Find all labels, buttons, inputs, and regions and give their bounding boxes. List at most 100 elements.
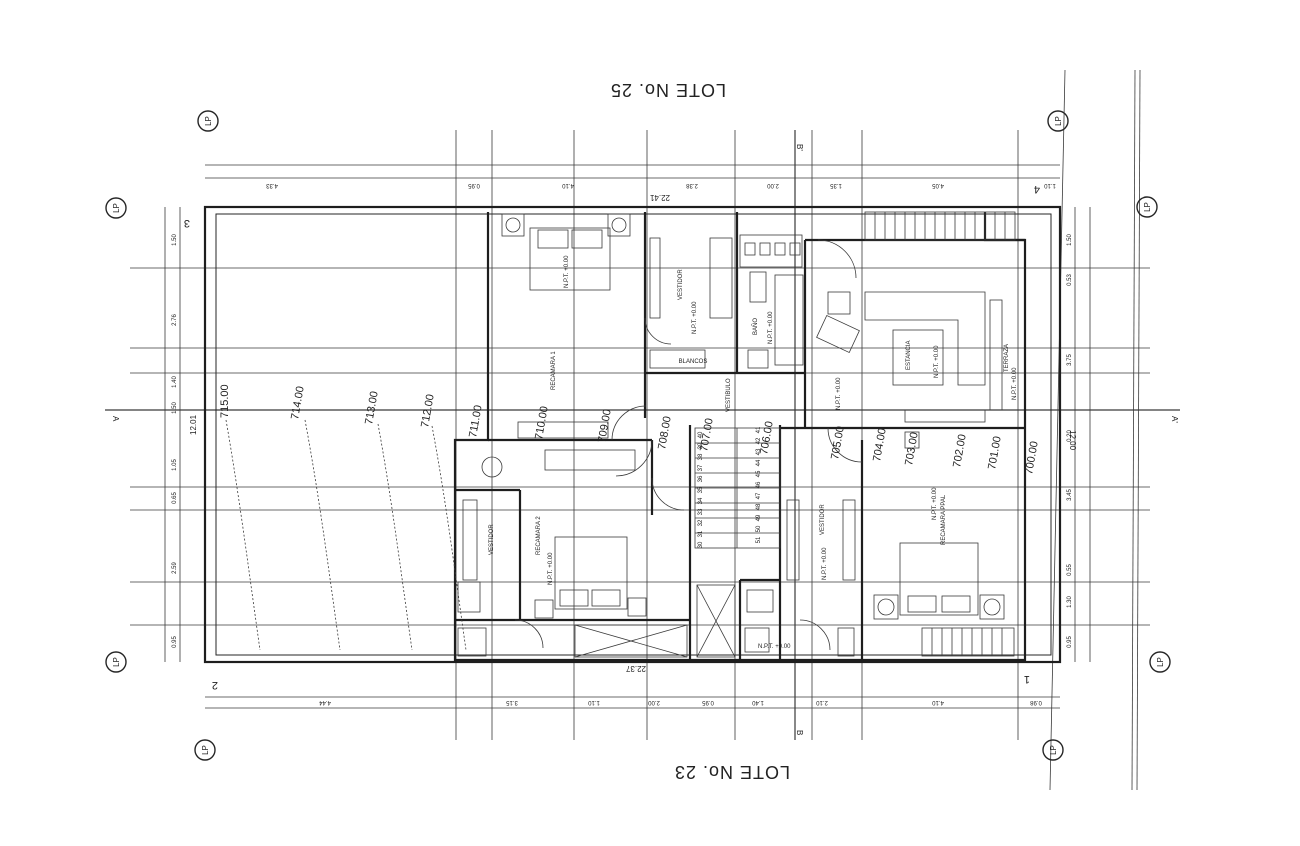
dimension-bottom: 1.10 [588, 699, 600, 705]
stair-step-number: 50 [756, 525, 762, 532]
contour-label: 709.00 [596, 408, 614, 443]
pole-marker-label: LP [1054, 116, 1063, 126]
dimension-right: 3.75 [1067, 354, 1073, 366]
pole-marker: LP [105, 197, 127, 219]
dimension-lines [164, 164, 1091, 709]
axis-label-4: 4 [1034, 183, 1040, 195]
pole-marker-label: LP [112, 657, 121, 667]
pole-marker: LP [1149, 651, 1171, 673]
dimension-top: 4.33 [266, 182, 278, 188]
pole-marker-circle [197, 110, 219, 132]
pole-marker-circle [194, 739, 216, 761]
contour-label: 706.00 [758, 420, 776, 455]
pole-marker-label: LP [201, 745, 210, 755]
lot-label-bottom: LOTE No. 23 [674, 762, 790, 782]
stair-step-number: 36 [698, 475, 704, 482]
overall-dim-top: 22.41 [649, 193, 670, 202]
stair-step-number: 43 [756, 448, 762, 455]
dimension-bottom: 2.00 [648, 699, 660, 705]
room-label-vestidor-2: VESTIDOR [489, 524, 495, 555]
pole-marker-circle [1136, 196, 1158, 218]
room-label-estancia: ESTANCIA [906, 340, 912, 370]
dimension-values: 4.33 0.95 4.10 2.38 2.00 1.35 4.05 1.10 4.44 3.15… [172, 182, 1073, 705]
contour-label: 704.00 [871, 427, 889, 462]
level-tag-terraza: N.P.T. +0.00 [1012, 367, 1018, 400]
overall-dim-depth-right: 12.00 [1068, 430, 1077, 451]
level-tag-entry: N.P.T. +0.00 [758, 644, 791, 650]
contour-label: 712.00 [419, 393, 437, 428]
pole-marker-circle [1149, 651, 1171, 673]
pole-marker-circle [105, 651, 127, 673]
lot-boundary [203, 205, 1062, 664]
pole-marker-circle [105, 197, 127, 219]
section-label-b-bottom: B [795, 730, 804, 735]
dimension-bottom: 2.10 [816, 699, 828, 705]
dimension-top: 4.05 [932, 182, 944, 188]
stair-step-number: 49 [756, 514, 762, 521]
contour-label: 701.00 [986, 435, 1004, 470]
contour-label: 708.00 [656, 415, 674, 450]
room-label-terraza: TERRAZA [1004, 344, 1010, 372]
level-tag-vestidor-ppal: N.P.T. +0.00 [822, 547, 828, 580]
dimension-left: 1.50 [172, 402, 178, 414]
dimension-left: 2.76 [172, 314, 178, 326]
dimension-bottom: 4.10 [932, 699, 944, 705]
dimension-right: 0.95 [1067, 636, 1073, 648]
level-tag-recamara-2: N.P.T. +0.00 [548, 552, 554, 585]
axis-label-2: 2 [212, 679, 218, 691]
stair-step-number: 47 [756, 492, 762, 499]
stair-step-number: 40 [698, 431, 704, 438]
pole-marker: LP [1042, 739, 1064, 761]
contour-label: 714.00 [289, 385, 307, 420]
bed-recamara-2 [534, 536, 647, 619]
stair-step-number: 51 [756, 536, 762, 543]
bathroom-fixtures [457, 234, 855, 657]
level-tag-estancia-2: N.P.T. +0.00 [934, 345, 940, 378]
stair-step-number: 37 [698, 464, 704, 471]
dimension-right: 3.45 [1067, 489, 1073, 501]
section-label-b-top: B' [795, 144, 804, 151]
pole-marker: LP [1136, 196, 1158, 218]
level-tag-bano: N.P.T. +0.00 [768, 311, 774, 344]
dimension-top: 2.00 [767, 182, 779, 188]
stair-step-number: 30 [698, 541, 704, 548]
dimension-left: 1.05 [172, 459, 178, 471]
axis-label-1: 1 [1024, 673, 1030, 685]
pole-marker-circle [1047, 110, 1069, 132]
dimension-top: 4.10 [562, 182, 574, 188]
dimension-bottom: 4.44 [319, 699, 331, 705]
room-label-recamara-ppal: RECAMARA PPAL [941, 494, 947, 545]
stair-step-number: 32 [698, 519, 704, 526]
lot-label-top: LOTE No. 25 [610, 80, 726, 100]
room-label-blancos: BLANCOS [679, 359, 708, 365]
dimension-right: 0.53 [1067, 274, 1073, 286]
stair-step-number: 42 [756, 437, 762, 444]
dimension-bottom: 3.15 [506, 699, 518, 705]
dimension-bottom: 1.40 [752, 699, 764, 705]
contour-label: 710.00 [533, 405, 551, 440]
level-tag-vestidor: N.P.T. +0.00 [692, 301, 698, 334]
axis-label-3: 3 [184, 217, 190, 229]
pole-marker-circle [1042, 739, 1064, 761]
dimension-top: 1.35 [830, 182, 842, 188]
stair-step-number: 31 [698, 530, 704, 537]
dimension-bottom: 0.98 [1030, 699, 1042, 705]
stair-step-number: 35 [698, 486, 704, 493]
dimension-left: 0.95 [172, 636, 178, 648]
contour-label: 702.00 [951, 433, 969, 468]
stair-step-number: 39 [698, 442, 704, 449]
stair-main [574, 427, 781, 658]
stair-entry [921, 627, 1015, 657]
dimension-right: 0.20 [1067, 430, 1073, 442]
dimension-top: 2.38 [686, 182, 698, 188]
dimension-bottom: 0.95 [702, 699, 714, 705]
dimension-right: 1.50 [1067, 234, 1073, 246]
stair-step-number: 48 [756, 503, 762, 510]
contour-label: 713.00 [363, 390, 381, 425]
room-label-bano: BAÑO [752, 318, 759, 335]
grid-lines [105, 69, 1180, 791]
bed-recamara-ppal [873, 542, 1005, 620]
pole-marker: LP [105, 651, 127, 673]
